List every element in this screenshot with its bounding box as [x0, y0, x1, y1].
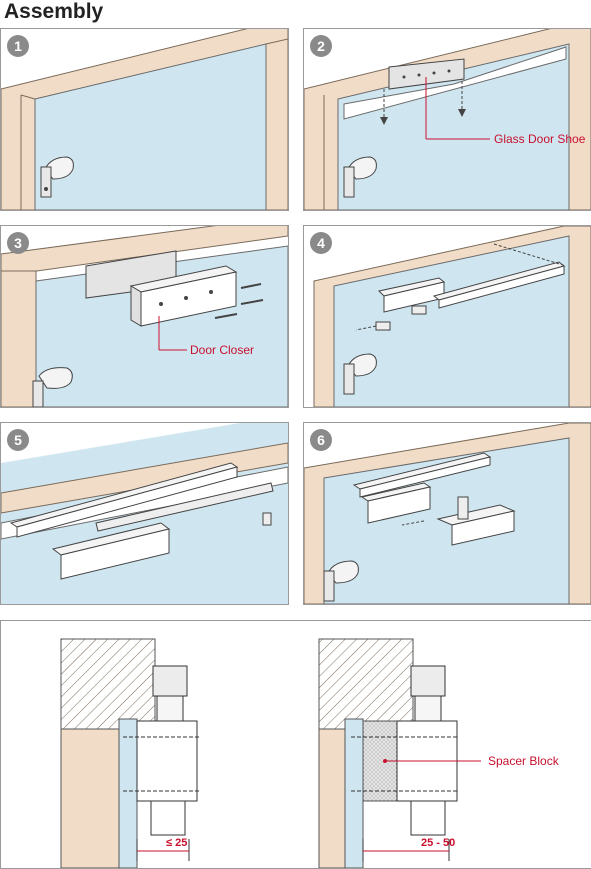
closer-arm [95, 482, 274, 532]
step-3-illustration [1, 226, 288, 407]
step-5-panel: 5 [0, 422, 289, 605]
step-6-panel: 6 [303, 422, 591, 605]
slide-track [9, 462, 239, 538]
dimension-left: ≤ 25 [166, 837, 188, 849]
door-closer [360, 482, 432, 524]
step-2-illustration [304, 29, 591, 210]
section-right [318, 638, 481, 868]
page-title: Assembly [4, 0, 104, 23]
pivot-hinge [323, 560, 359, 602]
step-3-panel: 3 Door Closer [0, 225, 289, 408]
step-5-illustration [1, 423, 288, 604]
step-4-panel: 4 [303, 225, 591, 408]
glass-door-shoe-label: Glass Door Shoe [494, 132, 586, 146]
door-closer-label: Door Closer [190, 343, 255, 357]
slide-track [432, 261, 566, 309]
cross-section-panel: Spacer Block ≤ 25 25 - 50 [0, 620, 591, 869]
step-4-illustration [313, 226, 591, 407]
step-2-panel: 2 Glass Door Shoe [303, 28, 591, 211]
slide-track [352, 452, 492, 498]
step-3-badge: 3 [7, 232, 29, 254]
cross-section-illustration [60, 638, 481, 868]
dimension-right: 25 - 50 [421, 837, 456, 849]
glass-door-shoe [388, 58, 465, 90]
pivot-hinge [32, 367, 73, 407]
section-left [60, 638, 199, 868]
pivot-hinge [343, 156, 377, 198]
door-closer [51, 522, 171, 580]
spacer-block-label: Spacer Block [488, 754, 559, 768]
closer-cover [436, 496, 516, 546]
step-1-panel: 1 [0, 28, 289, 211]
step-1-illustration [1, 29, 288, 210]
step-6-illustration [304, 423, 591, 604]
door-closer [129, 265, 238, 327]
step-4-badge: 4 [310, 232, 332, 254]
step-5-badge: 5 [7, 429, 29, 451]
step-1-badge: 1 [7, 35, 29, 57]
step-6-badge: 6 [310, 429, 332, 451]
step-2-badge: 2 [310, 35, 332, 57]
pivot-hinge [40, 156, 74, 198]
pivot-hinge [343, 353, 377, 395]
